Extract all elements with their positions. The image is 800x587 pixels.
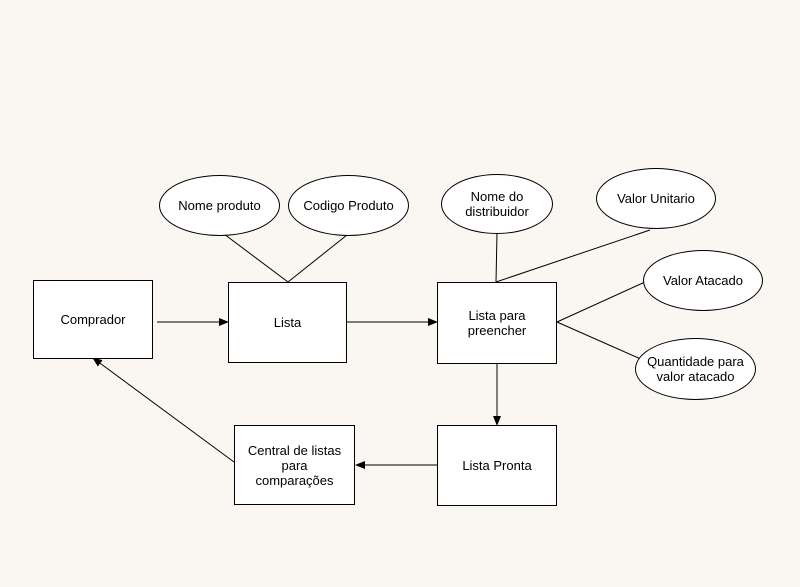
attribute-nome-distribuidor-label: Nome do distribuidor bbox=[465, 189, 529, 219]
entity-lista-pronta: Lista Pronta bbox=[437, 425, 557, 506]
attribute-nome-produto-label: Nome produto bbox=[178, 198, 261, 213]
line-lista-codigo-produto bbox=[287, 234, 348, 283]
entity-lista: Lista bbox=[228, 282, 347, 363]
arrow-central-to-comprador bbox=[92, 357, 235, 463]
attribute-nome-produto: Nome produto bbox=[159, 175, 280, 236]
entity-lista-label: Lista bbox=[273, 315, 302, 330]
attribute-nome-distribuidor: Nome do distribuidor bbox=[441, 174, 553, 234]
line-preencher-quantidade bbox=[556, 321, 644, 361]
attribute-codigo-produto: Codigo Produto bbox=[288, 175, 409, 236]
attribute-valor-unitario: Valor Unitario bbox=[596, 168, 716, 229]
entity-lista-para-preencher-label: Lista para preencher bbox=[467, 308, 527, 338]
entity-comprador: Comprador bbox=[33, 280, 153, 359]
entity-lista-para-preencher: Lista para preencher bbox=[437, 282, 557, 364]
line-preencher-distribuidor bbox=[495, 232, 498, 283]
attribute-codigo-produto-label: Codigo Produto bbox=[303, 198, 394, 213]
attribute-valor-atacado: Valor Atacado bbox=[643, 250, 763, 311]
entity-central-de-listas: Central de listas para comparações bbox=[234, 425, 355, 505]
attribute-quantidade-valor-atacado: Quantidade para valor atacado bbox=[635, 338, 756, 400]
entity-central-de-listas-label: Central de listas para comparações bbox=[247, 442, 342, 488]
attribute-valor-unitario-label: Valor Unitario bbox=[617, 191, 695, 206]
line-lista-nome-produto bbox=[223, 233, 289, 283]
attribute-quantidade-valor-atacado-label: Quantidade para valor atacado bbox=[647, 354, 744, 384]
line-preencher-valor-atacado bbox=[556, 281, 646, 323]
entity-comprador-label: Comprador bbox=[60, 312, 126, 327]
line-preencher-valor-unitario bbox=[495, 229, 651, 283]
attribute-valor-atacado-label: Valor Atacado bbox=[663, 273, 743, 288]
entity-lista-pronta-label: Lista Pronta bbox=[462, 458, 532, 473]
